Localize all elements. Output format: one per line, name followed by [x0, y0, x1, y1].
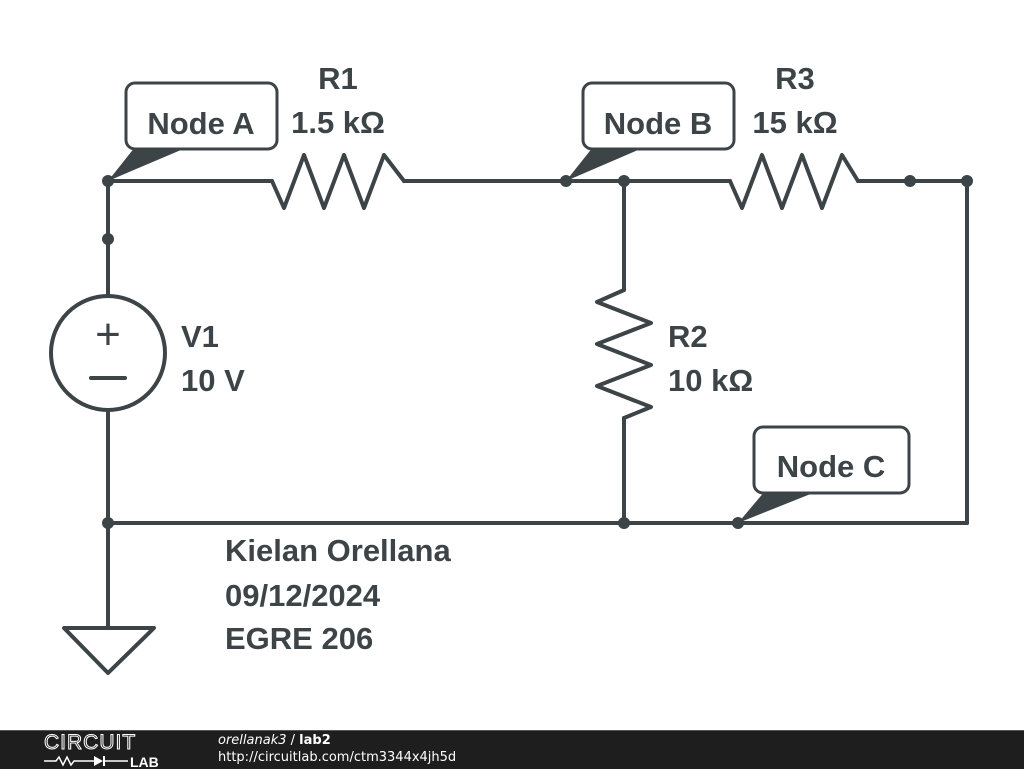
v1-name: V1: [181, 319, 219, 354]
node-b-box: [581, 81, 736, 151]
junction-dot[interactable]: [618, 517, 630, 529]
node-c-box: [752, 425, 911, 495]
node-b-pointer: [566, 147, 645, 181]
footer-username[interactable]: orellanak3: [218, 733, 287, 748]
footer-separator: /: [286, 733, 300, 748]
logo-top-text: CIRCUIT: [44, 732, 136, 754]
junction-dot[interactable]: [904, 175, 916, 187]
v1-plus-icon: +: [95, 310, 121, 359]
footer-project-path: orellanak3 / lab2: [218, 733, 331, 748]
circuit-schematic: + Node A Node B Node C R1 1.5 kΩ R3 15 k…: [49, 61, 973, 675]
v1-value: 10 V: [181, 363, 245, 398]
node-label-a[interactable]: Node A: [108, 81, 279, 181]
logo-diode-icon: [94, 756, 103, 766]
node-a-text: Node A: [147, 106, 254, 141]
r3-value: 15 kΩ: [752, 105, 837, 140]
r1-value: 1.5 kΩ: [291, 105, 385, 140]
node-c-pointer: [738, 491, 818, 523]
junction-dot[interactable]: [102, 517, 114, 529]
node-a-pointer: [108, 147, 188, 181]
junction-dot[interactable]: [618, 175, 630, 187]
r1-name: R1: [318, 61, 358, 96]
node-b-text: Node B: [604, 106, 713, 141]
ground-icon[interactable]: [62, 626, 156, 675]
resistor-r3[interactable]: [728, 153, 860, 210]
resistor-r2[interactable]: [595, 288, 653, 420]
node-label-b[interactable]: Node B: [566, 81, 736, 181]
logo-resistor-icon: [44, 755, 94, 767]
junction-dot[interactable]: [961, 175, 973, 187]
resistor-r1[interactable]: [270, 153, 406, 210]
circuitlab-logo[interactable]: CIRCUIT LAB: [44, 732, 176, 768]
note-author: Kielan Orellana: [225, 533, 451, 568]
node-label-c[interactable]: Node C: [738, 425, 911, 523]
footer-url[interactable]: http://circuitlab.com/ctm3344x4jh5d: [218, 750, 457, 765]
node-a-box: [124, 81, 279, 151]
footer-bar: CIRCUIT LAB orellanak3 / lab2 http://cir…: [0, 730, 1024, 769]
junction-dot[interactable]: [102, 233, 114, 245]
r2-value: 10 kΩ: [668, 363, 753, 398]
r3-name: R3: [775, 61, 815, 96]
logo-bottom-text: LAB: [130, 754, 159, 768]
note-course: EGRE 206: [225, 621, 373, 656]
r2-name: R2: [668, 319, 708, 354]
voltage-source-v1[interactable]: [49, 294, 167, 412]
node-c-text: Node C: [777, 449, 886, 484]
footer-project-name[interactable]: lab2: [299, 733, 331, 748]
note-date: 09/12/2024: [225, 578, 381, 613]
